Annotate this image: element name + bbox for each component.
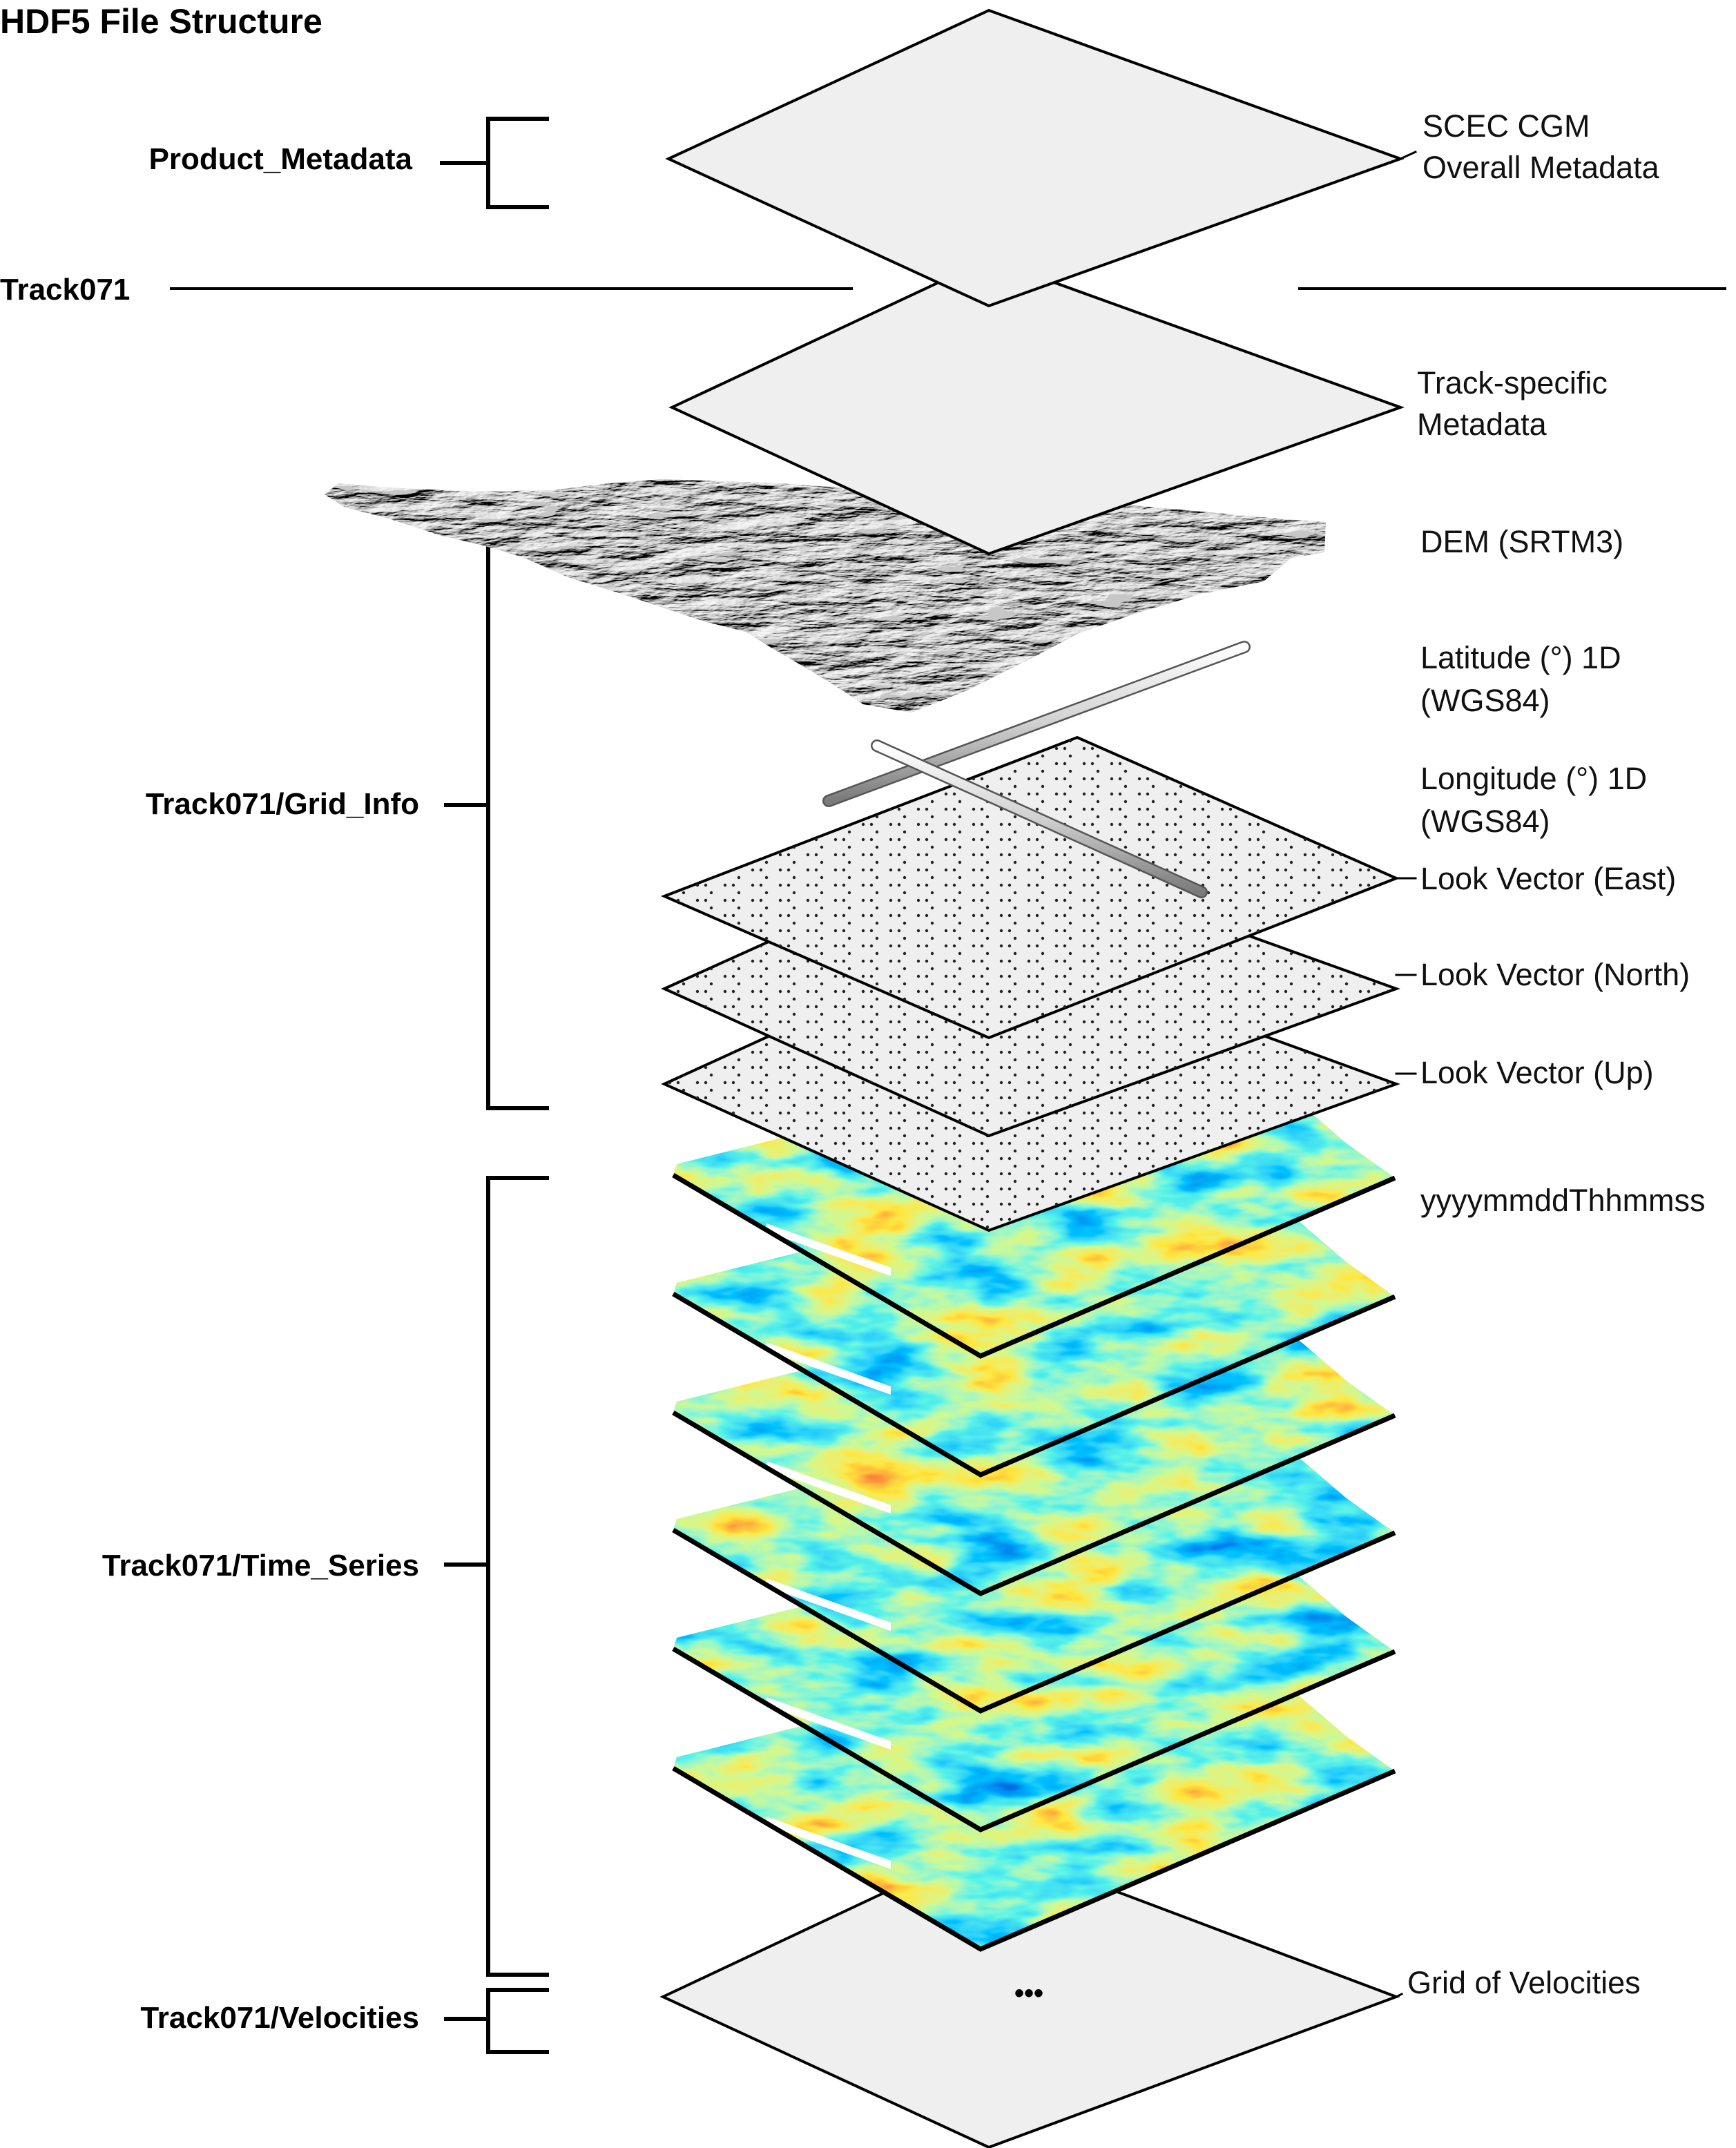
layer-track-metadata: [668, 257, 1405, 556]
svg-text:Grid of Velocities: Grid of Velocities: [1407, 1965, 1641, 2000]
group-product-metadata: Product_Metadata: [149, 117, 549, 209]
label-timestamp: yyyymmddThhmmss: [1420, 1183, 1706, 1218]
group-label-time-series: Track071/Time_Series: [102, 1549, 419, 1583]
layer-overall-metadata: [665, 8, 1405, 308]
group-time-series: Track071/Time_Series: [102, 1176, 549, 1977]
longitude-line1: Longitude (°) 1D: [1420, 761, 1647, 796]
group-label-grid-info: Track071/Grid_Info: [146, 787, 419, 821]
ellipsis-more-layers: •••: [1014, 1978, 1043, 2009]
latitude-rod: [871, 739, 1208, 898]
longitude-rod: [822, 641, 1251, 807]
bracket-time-series: [444, 1176, 549, 1977]
diagram-title: HDF5 File Structure: [0, 2, 322, 41]
label-dem: DEM (SRTM3): [1420, 524, 1623, 559]
bracket-grid-info: [444, 523, 549, 1110]
bracket-velocities: [444, 1988, 549, 2054]
group-track: Track071: [0, 273, 1726, 307]
svg-text:Look Vector (Up): Look Vector (Up): [1420, 1055, 1654, 1090]
svg-text:Look Vector (East): Look Vector (East): [1420, 861, 1676, 896]
label-look-east: Look Vector (East): [1395, 861, 1676, 896]
label-track-metadata: Track-specific Metadata: [1417, 365, 1608, 442]
overall-metadata-line2: Overall Metadata: [1422, 150, 1660, 185]
latitude-line1: Latitude (°) 1D: [1420, 640, 1621, 675]
layer-time-series-stack: [672, 1074, 1396, 1952]
group-label-product-metadata: Product_Metadata: [149, 142, 413, 176]
label-look-north: Look Vector (North): [1395, 957, 1690, 992]
group-grid-info: Track071/Grid_Info: [146, 523, 549, 1110]
longitude-line2: (WGS84): [1420, 804, 1550, 839]
layer-dem: [325, 479, 1326, 713]
track-metadata-line2: Metadata: [1417, 407, 1547, 442]
label-latitude: Latitude (°) 1D (WGS84): [1420, 640, 1621, 718]
label-overall-metadata: SCEC CGM Overall Metadata: [1399, 108, 1660, 185]
overall-metadata-line1: SCEC CGM: [1422, 108, 1590, 144]
latitude-line2: (WGS84): [1420, 683, 1550, 718]
group-label-velocities: Track071/Velocities: [140, 2001, 419, 2035]
bracket-product-metadata: [440, 117, 549, 209]
label-velocities: Grid of Velocities: [1394, 1965, 1641, 2000]
label-look-up: Look Vector (Up): [1395, 1055, 1654, 1090]
track-metadata-line1: Track-specific: [1417, 365, 1608, 400]
label-longitude: Longitude (°) 1D (WGS84): [1420, 761, 1647, 839]
group-velocities: Track071/Velocities: [140, 1988, 549, 2054]
group-label-track: Track071: [0, 273, 130, 307]
svg-text:Look Vector (North): Look Vector (North): [1420, 957, 1690, 992]
